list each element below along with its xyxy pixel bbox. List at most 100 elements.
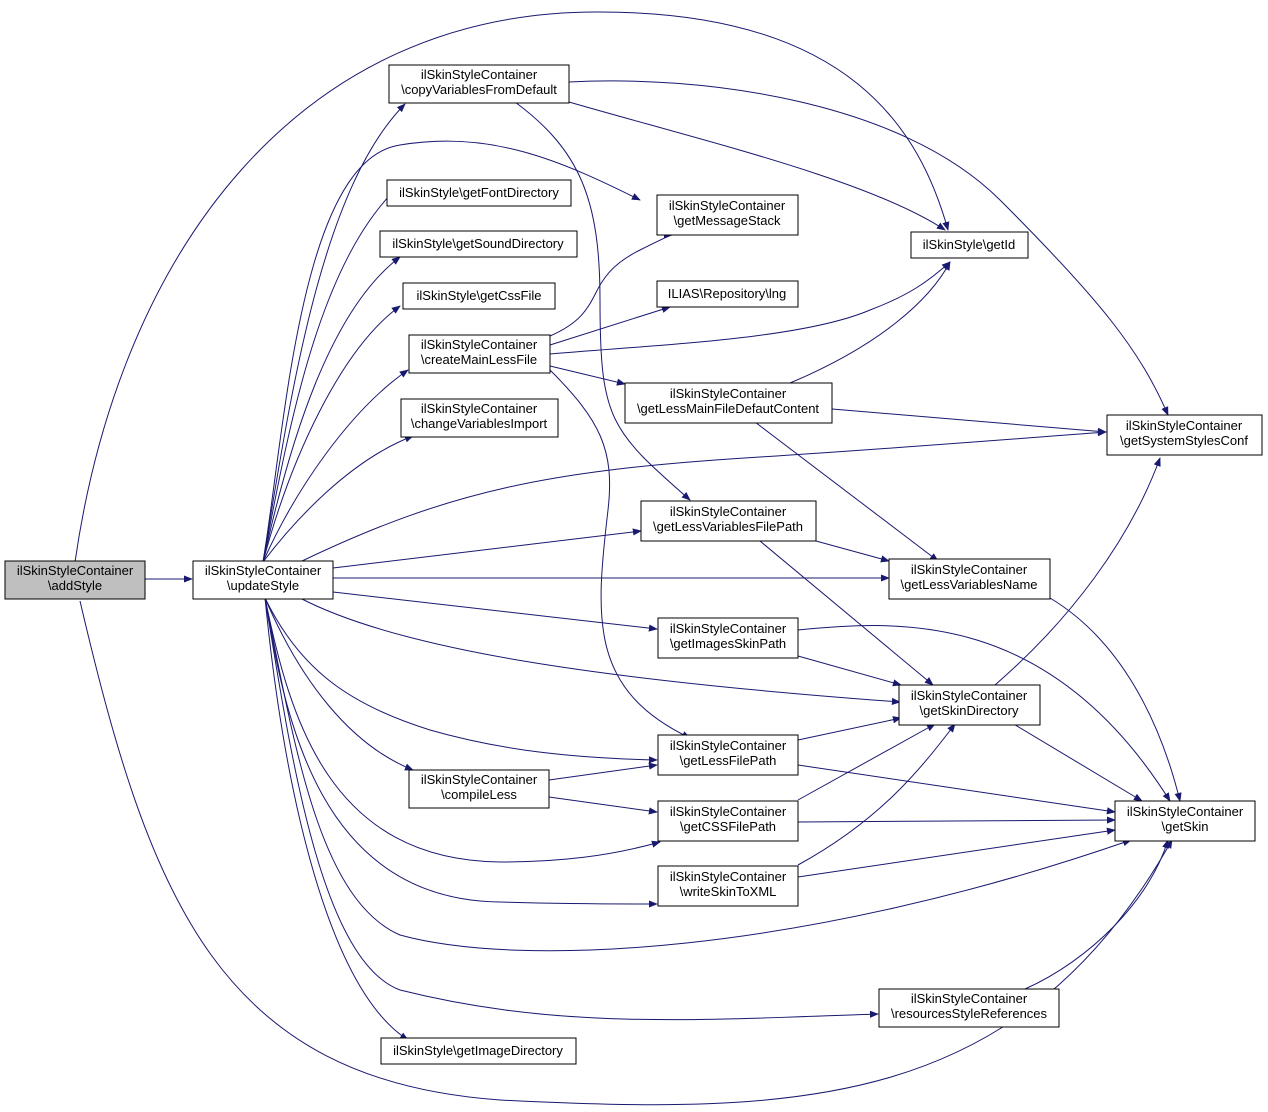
- edge-getImagesSkinPath-getSkin: [797, 625, 1171, 802]
- node-label-line1: ilSkinStyleContainer: [670, 504, 787, 519]
- node-label-line2: \resourcesStyleReferences: [891, 1006, 1048, 1021]
- node-label: ilSkinStyle\getFontDirectory: [399, 185, 559, 200]
- node-label-line2: \compileLess: [441, 787, 517, 802]
- edge-addStyle-getSkin: [79, 600, 1173, 1106]
- node-getSoundDirectory[interactable]: ilSkinStyle\getSoundDirectory: [379, 230, 578, 258]
- edge-updateStyle-getSkin: [264, 597, 1132, 952]
- node-label-line2: \addStyle: [48, 578, 102, 593]
- node-label-line1: ilSkinStyleContainer: [421, 67, 538, 82]
- edge-getImagesSkinPath-getSkinDirectory: [797, 655, 902, 687]
- node-changeVariablesImport[interactable]: ilSkinStyleContainer \changeVariablesImp…: [400, 398, 559, 438]
- edge-updateStyle-getFontDirectory: [262, 184, 401, 563]
- node-label-line1: ilSkinStyleContainer: [421, 337, 538, 352]
- node-label-line1: ilSkinStyleContainer: [1127, 804, 1244, 819]
- edge-updateStyle-getImageDirectory: [264, 597, 409, 1041]
- node-getCSSFilePath[interactable]: ilSkinStyleContainer \getCSSFilePath: [657, 800, 799, 842]
- node-resourcesStyleReferences[interactable]: ilSkinStyleContainer \resourcesStyleRefe…: [878, 988, 1060, 1028]
- node-label-line1: ilSkinStyleContainer: [911, 562, 1028, 577]
- node-label-line2: \getSkinDirectory: [920, 703, 1019, 718]
- node-label-line2: \writeSkinToXML: [680, 884, 777, 899]
- edge-updateStyle-getLessVariablesFilePath: [332, 528, 642, 569]
- node-label-line1: ilSkinStyleContainer: [17, 563, 134, 578]
- node-compileLess[interactable]: ilSkinStyleContainer \compileLess: [408, 769, 550, 809]
- node-lng[interactable]: ILIAS\Repository\lng: [656, 280, 799, 308]
- edge-updateStyle-copyVariablesFromDefault: [262, 103, 406, 563]
- edge-getLessVariablesFilePath-getLessVariablesName: [815, 540, 890, 563]
- edge-updateStyle-writeSkinToXML: [264, 597, 658, 908]
- node-label-line2: \changeVariablesImport: [411, 416, 548, 431]
- node-getSkinDirectory[interactable]: ilSkinStyleContainer \getSkinDirectory: [898, 684, 1041, 726]
- node-getImageDirectory[interactable]: ilSkinStyle\getImageDirectory: [380, 1037, 577, 1065]
- node-label-line1: ilSkinStyleContainer: [421, 401, 538, 416]
- node-getMessageStack[interactable]: ilSkinStyleContainer \getMessageStack: [656, 194, 799, 236]
- node-updateStyle[interactable]: ilSkinStyleContainer \updateStyle: [192, 560, 334, 600]
- node-getSkin[interactable]: ilSkinStyleContainer \getSkin: [1114, 800, 1256, 842]
- edge-updateStyle-resourcesStyleReferences: [264, 597, 879, 1021]
- edge-getCSSFilePath-getSkin: [797, 816, 1116, 824]
- node-label-line2: \getSkin: [1162, 819, 1209, 834]
- node-getLessMainFileDefautContent[interactable]: ilSkinStyleContainer \getLessMainFileDef…: [624, 382, 833, 424]
- node-label-line1: ilSkinStyleContainer: [421, 772, 538, 787]
- edge-getLessFilePath-getSkinDirectory: [797, 716, 902, 741]
- node-getLessFilePath[interactable]: ilSkinStyleContainer \getLessFilePath: [657, 734, 799, 776]
- node-label-line1: ilSkinStyleContainer: [670, 869, 787, 884]
- edge-getLessFilePath-getSkin: [797, 764, 1116, 815]
- edge-writeSkinToXML-getSkinDirectory: [797, 723, 956, 866]
- edge-writeSkinToXML-getSkin: [797, 827, 1116, 878]
- node-label-line1: ilSkinStyleContainer: [911, 688, 1028, 703]
- edge-copyVariablesFromDefault-getLessVariablesFilePath: [514, 101, 691, 501]
- edge-copyVariablesFromDefault-getSystemStylesConf: [568, 80, 1169, 416]
- nodes: ilSkinStyleContainer \addStyle ilSkinSty…: [4, 64, 1263, 1065]
- edge-updateStyle-createMainLessFile: [262, 369, 409, 563]
- node-label: ilSkinStyle\getCssFile: [417, 288, 542, 303]
- edge-updateStyle-getSystemStylesConf: [299, 429, 1107, 563]
- edge-createMainLessFile-lng: [549, 306, 671, 346]
- node-getLessVariablesName[interactable]: ilSkinStyleContainer \getLessVariablesNa…: [888, 558, 1051, 600]
- edge-getCSSFilePath-getSkinDirectory: [797, 723, 936, 801]
- node-getCssFile[interactable]: ilSkinStyle\getCssFile: [402, 282, 556, 310]
- node-label-line2: \getLessFilePath: [680, 753, 777, 768]
- edge-updateStyle-getImagesSkinPath: [332, 591, 658, 632]
- edge-updateStyle-compileLess: [264, 597, 414, 771]
- edge-updateStyle-changeVariablesImport: [262, 435, 414, 563]
- node-writeSkinToXML[interactable]: ilSkinStyleContainer \writeSkinToXML: [657, 865, 799, 907]
- node-label-line2: \getCSSFilePath: [680, 819, 776, 834]
- edge-getLessMainFileDefautContent-getId: [789, 261, 951, 384]
- edge-compileLess-getLessFilePath: [548, 762, 658, 781]
- node-label-line1: ilSkinStyleContainer: [670, 386, 787, 401]
- node-label-line1: ilSkinStyleContainer: [670, 804, 787, 819]
- node-label-line1: ilSkinStyleContainer: [670, 738, 787, 753]
- edge-resourcesStyleReferences-getSkin: [1024, 839, 1170, 990]
- node-label-line2: \getLessMainFileDefautContent: [637, 401, 819, 416]
- edge-getSkinDirectory-getSkin: [1011, 722, 1143, 802]
- edge-updateStyle-getMessageStack: [262, 140, 641, 563]
- edge-copyVariablesFromDefault-getId: [568, 101, 946, 231]
- edge-getLessVariablesFilePath-getSkinDirectory: [759, 540, 934, 686]
- edge-updateStyle-getSkinDirectory: [299, 597, 901, 705]
- node-label: ilSkinStyle\getId: [923, 237, 1016, 252]
- node-getSystemStylesConf[interactable]: ilSkinStyleContainer \getSystemStylesCon…: [1106, 414, 1263, 456]
- edge-addStyle-getId: [74, 11, 950, 563]
- node-createMainLessFile[interactable]: ilSkinStyleContainer \createMainLessFile: [408, 334, 551, 374]
- edge-updateStyle-getCssFile: [262, 305, 401, 563]
- node-label-line2: \createMainLessFile: [421, 352, 537, 367]
- node-label: ILIAS\Repository\lng: [668, 286, 787, 301]
- edge-updateStyle-getLessFilePath: [264, 597, 658, 764]
- node-copyVariablesFromDefault[interactable]: ilSkinStyleContainer \copyVariablesFromD…: [388, 64, 570, 104]
- edge-createMainLessFile-getId: [549, 261, 951, 355]
- node-getFontDirectory[interactable]: ilSkinStyle\getFontDirectory: [386, 179, 572, 207]
- node-label-line2: \getMessageStack: [674, 213, 781, 228]
- node-label-line1: ilSkinStyleContainer: [670, 621, 787, 636]
- node-label-line1: ilSkinStyleContainer: [1126, 418, 1243, 433]
- edge-createMainLessFile-getLessFilePath: [549, 369, 691, 739]
- node-label-line1: ilSkinStyleContainer: [205, 563, 322, 578]
- node-getImagesSkinPath[interactable]: ilSkinStyleContainer \getImagesSkinPath: [657, 617, 799, 659]
- node-addStyle[interactable]: ilSkinStyleContainer \addStyle: [4, 560, 146, 600]
- edge-getLessMainFileDefautContent-getLessVariablesName: [754, 421, 939, 562]
- node-label: ilSkinStyle\getImageDirectory: [393, 1043, 563, 1058]
- node-getLessVariablesFilePath[interactable]: ilSkinStyleContainer \getLessVariablesFi…: [640, 500, 817, 542]
- node-label-line1: ilSkinStyleContainer: [911, 991, 1028, 1006]
- node-getId[interactable]: ilSkinStyle\getId: [910, 231, 1029, 259]
- edge-updateStyle-getCSSFilePath: [264, 597, 661, 863]
